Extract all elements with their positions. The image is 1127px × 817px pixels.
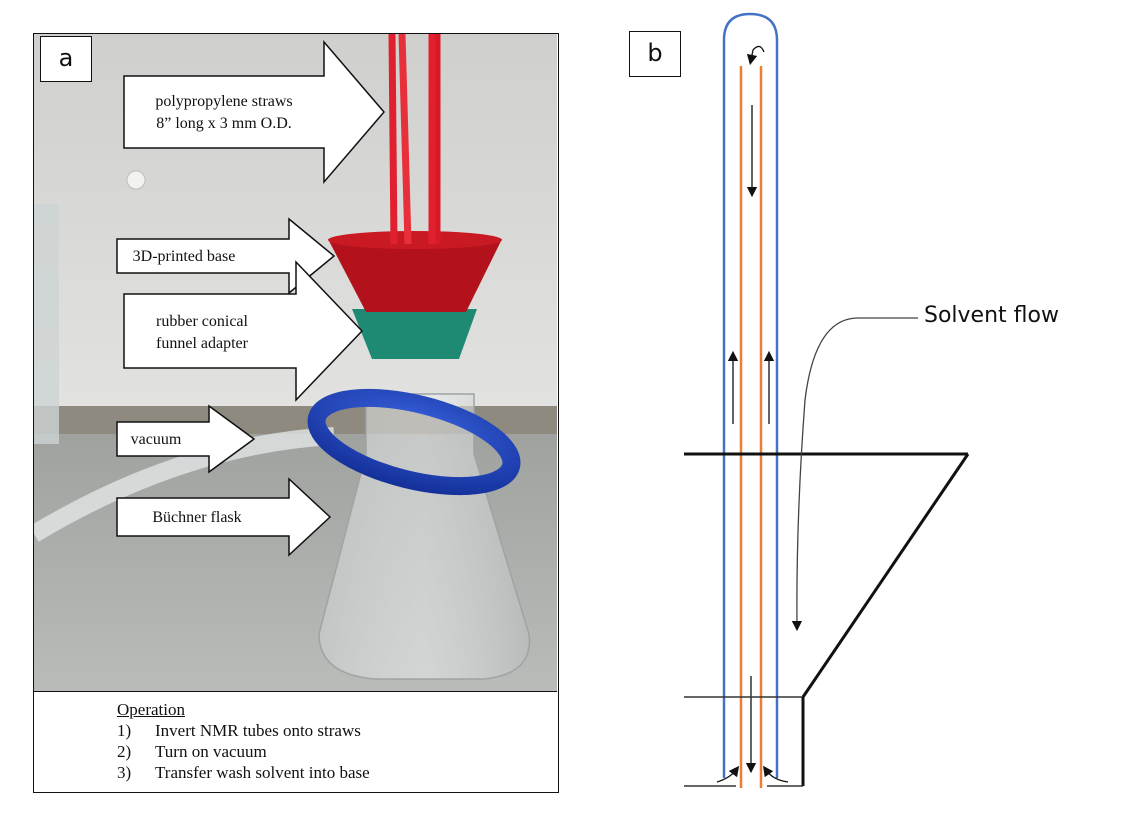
- step-text: Turn on vacuum: [155, 742, 267, 761]
- panel-a-label: a: [40, 36, 92, 82]
- wall-plug: [126, 170, 146, 190]
- 3d-printed-base: [328, 239, 502, 312]
- callout-vacuum: vacuum: [116, 404, 256, 474]
- operation-step: 1) Invert NMR tubes onto straws: [117, 721, 361, 741]
- step-text: Transfer wash solvent into base: [155, 763, 370, 782]
- callout-straws-line2: 8” long x 3 mm O.D.: [156, 115, 292, 132]
- panel-b-schematic: [684, 12, 970, 788]
- flow-arrow-top-turn: [746, 45, 765, 66]
- step-number: 1): [117, 721, 132, 740]
- vacuum-tubing: [34, 427, 335, 542]
- callout-adapter-line2: funnel adapter: [156, 335, 249, 352]
- callout-vacuum-text: vacuum: [131, 431, 182, 448]
- straw: [398, 34, 412, 245]
- base-slanted-wall: [801, 453, 970, 698]
- callout-flask-text: Büchner flask: [152, 509, 241, 526]
- callout-flask: Büchner flask: [116, 477, 332, 557]
- base-rim: [328, 231, 502, 249]
- panel-b-label: b: [629, 31, 681, 77]
- solvent-flow-label: Solvent flow: [924, 303, 1059, 328]
- apparatus-photo: polypropylene straws 8” long x 3 mm O.D.…: [34, 34, 557, 691]
- rubber-funnel-adapter: [352, 309, 477, 359]
- panel-a-photo-panel: polypropylene straws 8” long x 3 mm O.D.…: [33, 33, 559, 793]
- operation-title: Operation: [117, 700, 185, 719]
- callout-base-text: 3D-printed base: [133, 248, 236, 265]
- straw: [388, 34, 398, 245]
- nmr-tube-outline: [722, 12, 779, 778]
- step-number: 3): [117, 763, 132, 782]
- callout-straws-line1: polypropylene straws: [155, 93, 292, 110]
- operation-step: 3) Transfer wash solvent into base: [117, 763, 370, 783]
- step-number: 2): [117, 742, 132, 761]
- photo-illustration: polypropylene straws 8” long x 3 mm O.D.…: [34, 34, 557, 691]
- blue-clamp-ring: [307, 388, 521, 496]
- callout-base: 3D-printed base: [116, 217, 336, 295]
- operation-caption: Operation 1) Invert NMR tubes onto straws…: [34, 691, 557, 792]
- solvent-flow-leader: [791, 317, 918, 632]
- flow-arrow-entry-right: [763, 765, 789, 783]
- operation-step: 2) Turn on vacuum: [117, 742, 267, 762]
- step-text: Invert NMR tubes onto straws: [155, 721, 361, 740]
- side-bottle: [34, 204, 59, 444]
- callout-adapter: rubber conical funnel adapter: [123, 260, 364, 402]
- flow-arrow-entry-left: [716, 765, 740, 783]
- callout-straws: polypropylene straws 8” long x 3 mm O.D.: [123, 39, 385, 185]
- callout-adapter-line1: rubber conical: [156, 313, 249, 330]
